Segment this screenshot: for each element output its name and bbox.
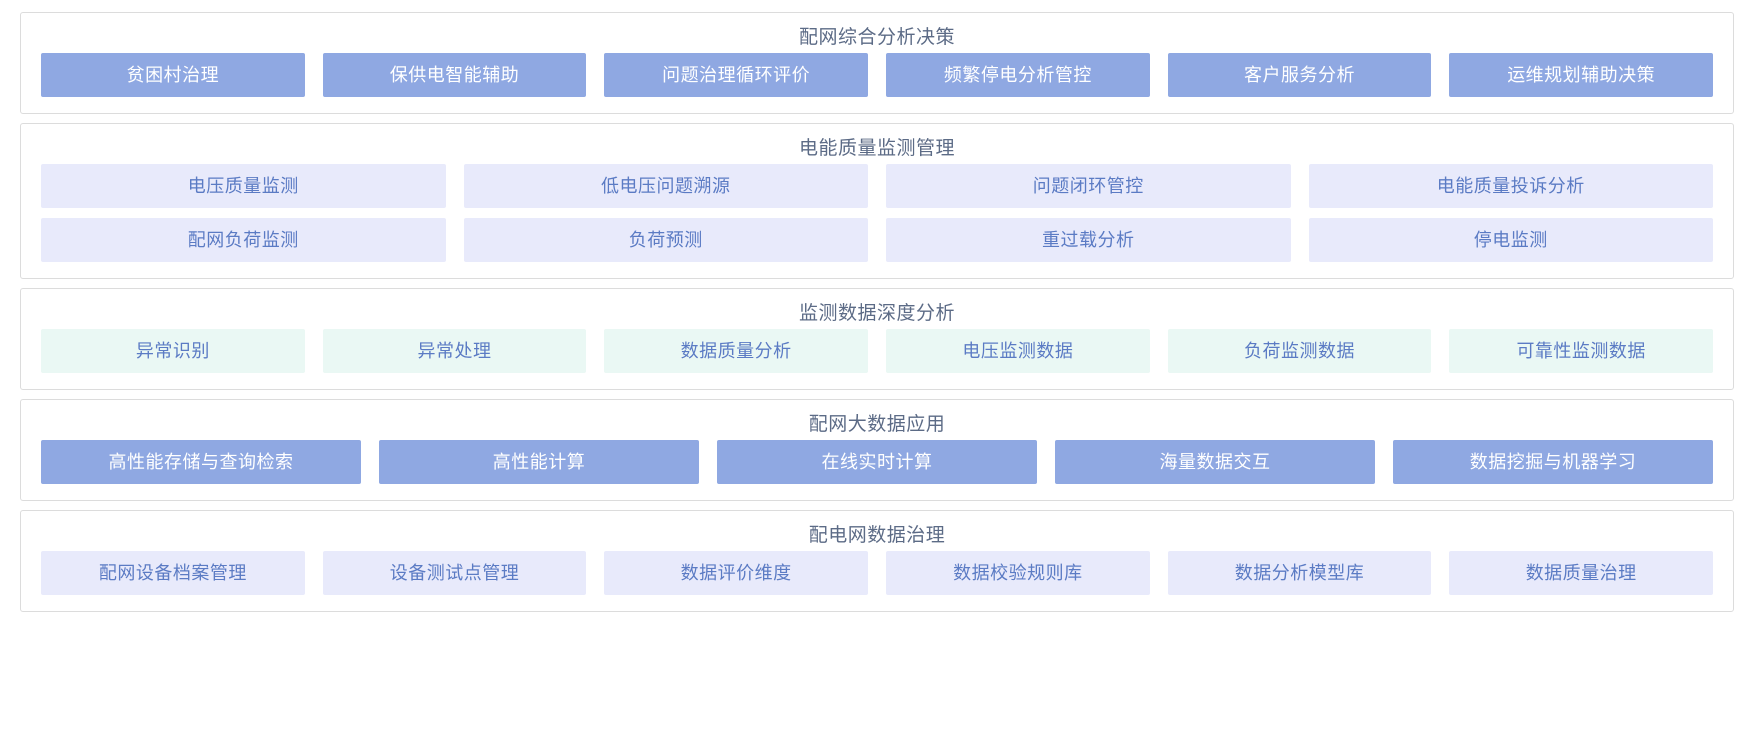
tile-button[interactable]: 重过载分析 xyxy=(886,218,1291,262)
section-jiance-shuju-shendu-fenxi: 监测数据深度分析异常识别异常处理数据质量分析电压监测数据负荷监测数据可靠性监测数… xyxy=(20,288,1734,390)
tile-button[interactable]: 负荷监测数据 xyxy=(1167,329,1432,373)
tile-button[interactable]: 电能质量投诉分析 xyxy=(1308,164,1713,208)
tile-button[interactable]: 高性能存储与查询检索 xyxy=(41,440,361,484)
tile-row: 配网设备档案管理设备测试点管理数据评价维度数据校验规则库数据分析模型库数据质量治… xyxy=(41,551,1714,595)
tile-row: 异常识别异常处理数据质量分析电压监测数据负荷监测数据可靠性监测数据 xyxy=(41,329,1714,373)
tile-button[interactable]: 配网负荷监测 xyxy=(41,218,446,262)
tile-button[interactable]: 低电压问题溯源 xyxy=(463,164,868,208)
tile-button[interactable]: 停电监测 xyxy=(1308,218,1713,262)
tile-button[interactable]: 数据评价维度 xyxy=(604,551,869,595)
section-dianneng-zhiliang-jiance-guanli: 电能质量监测管理电压质量监测低电压问题溯源问题闭环管控电能质量投诉分析配网负荷监… xyxy=(20,123,1734,279)
tile-button[interactable]: 运维规划辅助决策 xyxy=(1449,53,1714,97)
section-peidianwang-shuju-zhili: 配电网数据治理配网设备档案管理设备测试点管理数据评价维度数据校验规则库数据分析模… xyxy=(20,510,1734,612)
tile-button[interactable]: 贫困村治理 xyxy=(41,53,305,97)
tile-button[interactable]: 异常识别 xyxy=(41,329,305,373)
tile-button[interactable]: 配网设备档案管理 xyxy=(41,551,305,595)
tile-button[interactable]: 问题闭环管控 xyxy=(886,164,1291,208)
tile-row: 配网负荷监测负荷预测重过载分析停电监测 xyxy=(41,218,1713,262)
tile-button[interactable]: 保供电智能辅助 xyxy=(322,53,587,97)
tile-row: 高性能存储与查询检索高性能计算在线实时计算海量数据交互数据挖掘与机器学习 xyxy=(41,440,1713,484)
section-title: 配电网数据治理 xyxy=(808,525,946,546)
section-title: 监测数据深度分析 xyxy=(798,303,955,324)
tile-button[interactable]: 频繁停电分析管控 xyxy=(886,53,1150,97)
tile-button[interactable]: 数据分析模型库 xyxy=(1167,551,1432,595)
tile-button[interactable]: 电压监测数据 xyxy=(886,329,1150,373)
section-title: 配网综合分析决策 xyxy=(798,27,955,48)
tile-button[interactable]: 客户服务分析 xyxy=(1167,53,1432,97)
section-title: 电能质量监测管理 xyxy=(798,138,955,159)
tile-button[interactable]: 电压质量监测 xyxy=(41,164,446,208)
section-peiwang-zonghe-fenxi-juece: 配网综合分析决策贫困村治理保供电智能辅助问题治理循环评价频繁停电分析管控客户服务… xyxy=(20,12,1734,114)
tile-button[interactable]: 数据校验规则库 xyxy=(886,551,1150,595)
tile-button[interactable]: 数据挖掘与机器学习 xyxy=(1393,440,1713,484)
tile-row: 电压质量监测低电压问题溯源问题闭环管控电能质量投诉分析 xyxy=(41,164,1713,208)
tile-button[interactable]: 异常处理 xyxy=(322,329,587,373)
tile-button[interactable]: 可靠性监测数据 xyxy=(1449,329,1714,373)
tile-button[interactable]: 负荷预测 xyxy=(463,218,868,262)
tile-button[interactable]: 数据质量治理 xyxy=(1449,551,1714,595)
section-title: 配网大数据应用 xyxy=(808,414,946,435)
tile-row: 贫困村治理保供电智能辅助问题治理循环评价频繁停电分析管控客户服务分析运维规划辅助… xyxy=(41,53,1714,97)
tile-button[interactable]: 高性能计算 xyxy=(379,440,699,484)
tile-button[interactable]: 海量数据交互 xyxy=(1055,440,1375,484)
tile-button[interactable]: 在线实时计算 xyxy=(717,440,1037,484)
tile-button[interactable]: 设备测试点管理 xyxy=(322,551,587,595)
tile-button[interactable]: 问题治理循环评价 xyxy=(604,53,869,97)
section-peiwang-dashuju-yingyong: 配网大数据应用高性能存储与查询检索高性能计算在线实时计算海量数据交互数据挖掘与机… xyxy=(20,399,1734,501)
tile-button[interactable]: 数据质量分析 xyxy=(604,329,869,373)
